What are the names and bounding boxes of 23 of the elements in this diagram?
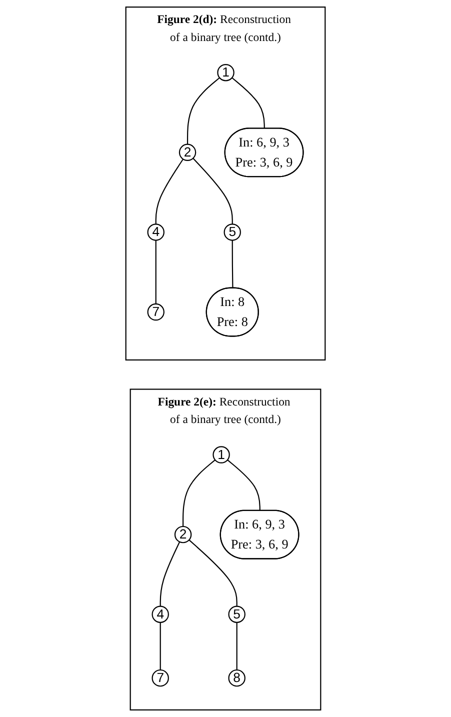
connector <box>192 158 233 224</box>
node-circle: 5 <box>224 224 241 241</box>
node-circle: 7 <box>152 669 169 687</box>
connector <box>155 240 156 304</box>
connector <box>186 77 220 144</box>
node-circle: 5 <box>228 606 246 623</box>
connector <box>160 622 161 670</box>
connector <box>155 158 184 224</box>
connector <box>232 240 234 288</box>
connector <box>236 622 238 670</box>
connector <box>227 460 260 511</box>
node-circle: 2 <box>174 526 192 544</box>
node-circle: 1 <box>217 64 234 82</box>
node-circle: 1 <box>212 446 230 464</box>
connector <box>182 460 216 526</box>
node-circle: 7 <box>147 303 164 321</box>
node-circle: 4 <box>152 606 169 623</box>
connector <box>160 542 180 606</box>
connector <box>188 540 238 606</box>
node-circle: 4 <box>147 224 164 241</box>
node-circle: 8 <box>228 669 246 687</box>
connector <box>232 77 265 129</box>
node-circle: 2 <box>178 144 196 162</box>
